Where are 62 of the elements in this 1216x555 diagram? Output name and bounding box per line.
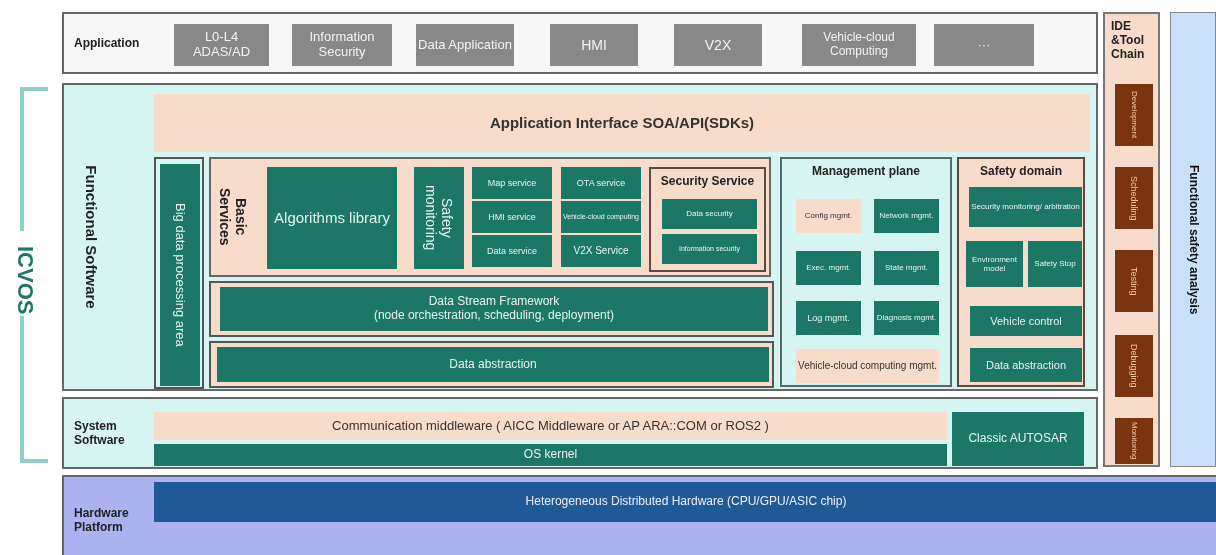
module-box: Diagnosis mgmt. (874, 301, 939, 335)
module-box: Data security (662, 199, 757, 229)
module-box: Data abstraction (970, 348, 1082, 382)
section-title: System Software (74, 419, 126, 447)
module-box: V2X Service (561, 235, 641, 267)
module-box: Config mgmt. (796, 199, 861, 233)
module-box: Big data processing area (160, 164, 200, 386)
service-panel (780, 157, 952, 387)
service-panel (649, 167, 766, 272)
section-title: IDE &Tool Chain (1111, 19, 1146, 61)
safety-analysis-column: Functional safety analysis (1170, 12, 1216, 467)
module-box: Algorithms library (267, 167, 397, 269)
section-title: Management plane (811, 164, 921, 178)
module-box: Data abstraction (217, 347, 769, 382)
module-box: State mgmt. (874, 251, 939, 285)
module-box: OS kernel (154, 444, 947, 466)
tool-box: Scheduling (1115, 167, 1153, 229)
module-box: HMI (550, 24, 638, 66)
module-text: Data Stream Framework (428, 295, 560, 309)
module-box: Data Application (416, 24, 514, 66)
layer-band (62, 397, 1098, 469)
module-box: L0-L4 ADAS/AD (174, 24, 269, 66)
system-label: ICVOS (12, 246, 38, 315)
module-box: Vehicle-cloud computing mgmt. (796, 349, 939, 383)
section-title: Security Service (659, 174, 756, 188)
module-box: Classic AUTOSAR (952, 412, 1084, 466)
tool-box: Debugging (1115, 335, 1153, 397)
module-box: OTA service (561, 167, 641, 199)
tool-box: Testing (1115, 250, 1153, 312)
module-box: Communication middleware ( AICC Middleware or AP ARA::COM or ROS2 ) (154, 412, 947, 440)
module-box: Network mgmt. (874, 199, 939, 233)
toolchain-column (1103, 12, 1160, 467)
module-box: HMI service (472, 201, 552, 233)
module-box: Security monitoring/ arbitration (969, 187, 1082, 227)
module-box: Map service (472, 167, 552, 199)
section-title: Hardware Platform (74, 506, 130, 534)
tool-box: Development (1115, 84, 1153, 146)
module-box: Application Interface SOA/API(SDKs) (154, 94, 1090, 152)
module-box: Vehicle-cloud Computing (802, 24, 916, 66)
module-box: Information Security (292, 24, 392, 66)
module-box: Data service (472, 235, 552, 267)
module-text: (node orchestration, scheduling, deployment) (373, 309, 615, 323)
service-panel (209, 157, 771, 277)
module-box: Vehicle control (970, 306, 1082, 336)
section-title: Safety domain (979, 164, 1063, 178)
section-title: Basic Services (217, 188, 248, 246)
module-box: Safety Stop (1028, 241, 1082, 287)
layer-band (62, 83, 1098, 391)
module-box: Log mgmt. (796, 301, 861, 335)
module-box: Environment model (966, 241, 1023, 287)
module-box: V2X (674, 24, 762, 66)
module-box: Exec. mgmt. (796, 251, 861, 285)
section-title: Functional Software (82, 165, 99, 309)
module-box: Safety monitoring (414, 167, 464, 269)
module-box (220, 287, 768, 331)
section-title: Application (74, 36, 141, 50)
module-box: ··· (934, 24, 1034, 66)
layer-band (62, 475, 1216, 555)
hardware-bar: Heterogeneous Distributed Hardware (CPU/GPU/ASIC chip) (154, 482, 1216, 522)
layer-band (62, 12, 1098, 74)
service-panel (957, 157, 1085, 387)
tool-box: Monitoring (1115, 418, 1153, 464)
